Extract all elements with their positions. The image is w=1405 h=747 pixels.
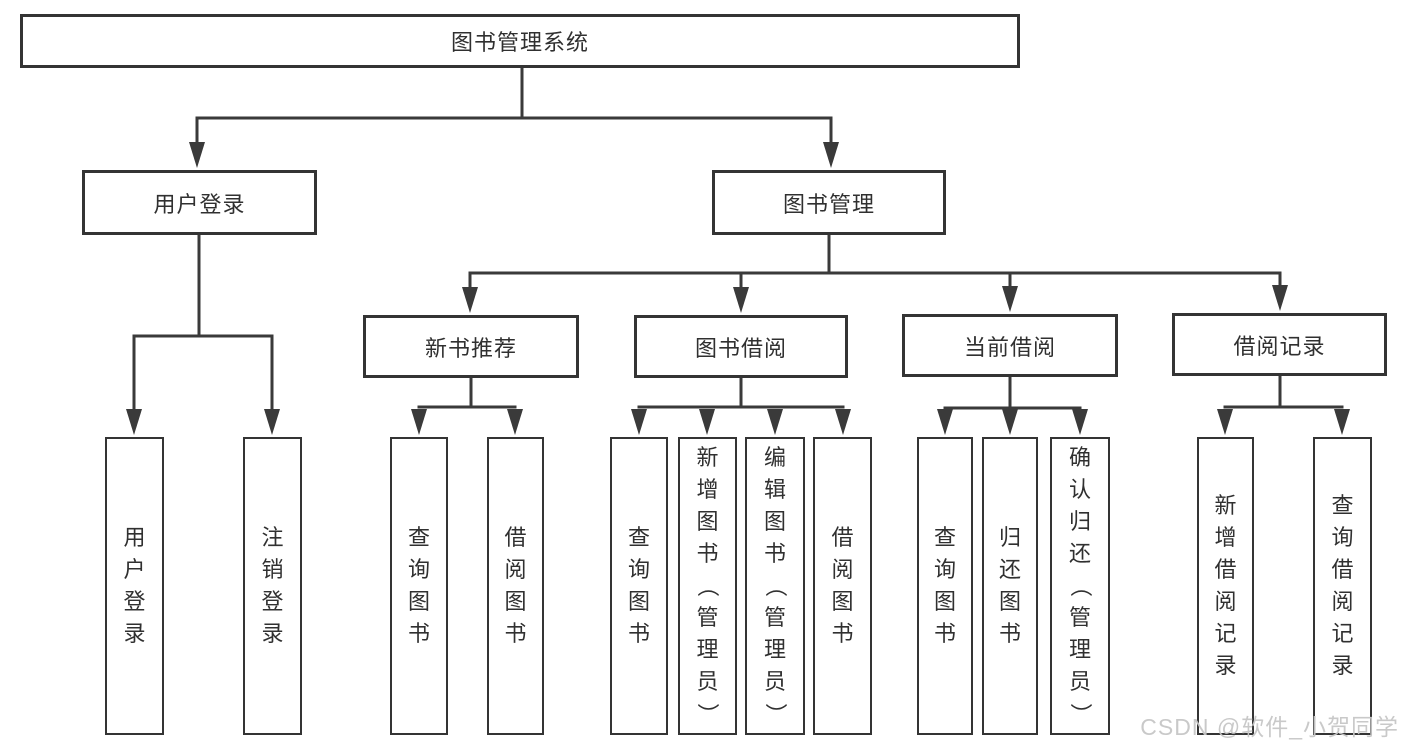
- leaf-label: 查询图书: [407, 525, 430, 646]
- leaf-label: 借阅图书: [504, 525, 527, 646]
- node-label: 新书推荐: [424, 335, 517, 361]
- node-label: 当前借阅: [963, 334, 1056, 360]
- leaf-label: 用户登录: [123, 525, 146, 646]
- leaf-query-books-recommend: 查询图书: [390, 437, 448, 735]
- node-new-book-recommend: 新书推荐: [363, 315, 579, 378]
- node-user-login: 用户登录: [82, 170, 317, 235]
- node-label: 借阅记录: [1233, 333, 1326, 359]
- leaf-user-login: 用户登录: [105, 437, 164, 735]
- leaf-label: 确认归还（管理员）: [1067, 445, 1093, 726]
- leaf-add-borrow-record: 新增借阅记录: [1197, 437, 1254, 735]
- leaf-borrow-books-recommend: 借阅图书: [487, 437, 544, 735]
- node-library-system: 图书管理系统: [20, 14, 1020, 68]
- leaf-label: 查询图书: [933, 525, 956, 646]
- leaf-label: 借阅图书: [831, 525, 854, 646]
- leaf-label: 新增借阅记录: [1214, 493, 1237, 678]
- leaf-confirm-return-admin: 确认归还（管理员）: [1050, 437, 1110, 735]
- arrowheads: [126, 142, 1350, 435]
- leaf-query-borrow-record: 查询借阅记录: [1313, 437, 1372, 735]
- node-label: 用户登录: [153, 191, 246, 217]
- node-borrowing-records: 借阅记录: [1172, 313, 1387, 376]
- leaf-label: 归还图书: [998, 525, 1021, 646]
- leaf-label: 注销登录: [261, 525, 284, 646]
- node-current-borrowing: 当前借阅: [902, 314, 1118, 377]
- node-book-management: 图书管理: [712, 170, 946, 235]
- leaf-query-books-current: 查询图书: [917, 437, 973, 735]
- leaf-label: 编辑图书（管理员）: [762, 445, 788, 726]
- node-label: 图书借阅: [694, 335, 787, 361]
- leaf-return-book: 归还图书: [982, 437, 1038, 735]
- leaf-borrow-books-borrowing: 借阅图书: [813, 437, 872, 735]
- node-label: 图书管理系统: [450, 30, 589, 55]
- node-label: 图书管理: [782, 191, 875, 217]
- leaf-edit-book-admin: 编辑图书（管理员）: [745, 437, 805, 735]
- leaf-label: 新增图书（管理员）: [695, 445, 721, 726]
- csdn-watermark: CSDN @软件_小贺同学: [1140, 714, 1399, 740]
- leaf-logout: 注销登录: [243, 437, 302, 735]
- leaf-label: 查询图书: [627, 525, 650, 646]
- leaf-add-book-admin: 新增图书（管理员）: [678, 437, 737, 735]
- leaf-label: 查询借阅记录: [1331, 493, 1354, 678]
- leaf-query-books-borrowing: 查询图书: [610, 437, 668, 735]
- node-book-borrowing: 图书借阅: [634, 315, 848, 378]
